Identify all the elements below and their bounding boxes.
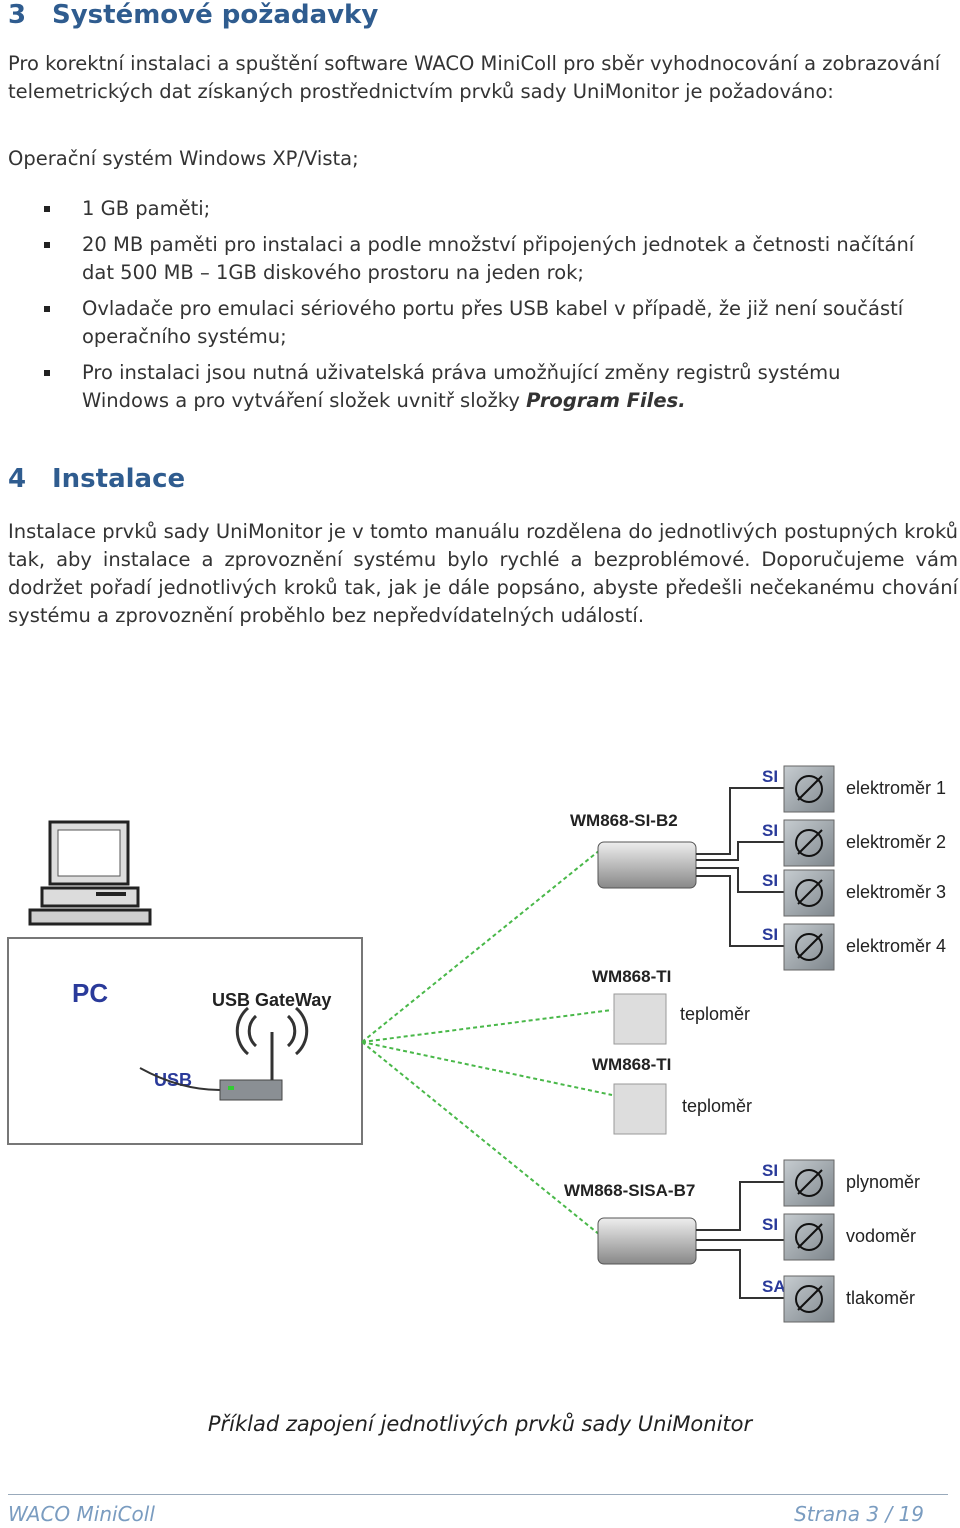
gateway-label: USB GateWay — [212, 990, 331, 1010]
footer-app-name: WACO MiniColl — [8, 1502, 155, 1526]
meter-dial-icon — [795, 933, 823, 961]
meter-needle-icon — [797, 829, 823, 855]
list-item: Pro instalaci jsou nutná uživatelská prá… — [44, 359, 922, 415]
meter-needle-icon — [797, 933, 823, 959]
meter-needle-icon — [797, 1223, 823, 1249]
bullet-icon — [44, 306, 50, 312]
device-icon — [597, 841, 697, 889]
meter-label: vodoměr — [846, 1226, 916, 1246]
meter-dial-icon — [795, 879, 823, 907]
interface-tag: SI — [762, 1161, 778, 1180]
meter-label: tlakoměr — [846, 1288, 915, 1308]
device-label: WM868-TI — [592, 1055, 671, 1074]
list-item: 1 GB paměti; — [44, 195, 922, 223]
section-number: 3 — [8, 0, 27, 30]
connection-diagram: PC USB USB GateWay WM868-SI-B2 WM868-TI … — [7, 765, 946, 1323]
wired-links — [696, 1181, 784, 1299]
device-icon — [597, 1217, 697, 1265]
meters-column: SI elektroměr 1 SI elektroměr 2 SI elektroměr… — [762, 765, 946, 1323]
thermometer-icon — [613, 993, 667, 1045]
device-label: WM868-SI-B2 — [570, 811, 678, 830]
program-files-label: Program Files — [526, 389, 679, 412]
meter-dial-icon — [795, 1169, 823, 1197]
os-requirement: Operační systém Windows XP/Vista; — [8, 147, 359, 170]
footer-page-number: Strana 3 / 19 — [794, 1502, 924, 1526]
interface-tag: SI — [762, 767, 778, 786]
bullet-icon — [44, 370, 50, 376]
meter-needle-icon — [797, 1285, 823, 1311]
section-4-heading: 4 Instalace — [8, 464, 185, 494]
pc-label: PC — [72, 978, 108, 1008]
list-item: Ovladače pro emulaci sériového portu pře… — [44, 295, 922, 351]
bullet-icon — [44, 206, 50, 212]
section-number: 4 — [8, 464, 27, 494]
wireless-links — [361, 849, 613, 1236]
list-item: 20 MB paměti pro instalaci a podle množs… — [44, 231, 922, 287]
intro-paragraph: Pro korektní instalaci a spuštění softwa… — [8, 52, 941, 103]
thermometer-label: teploměr — [680, 1004, 750, 1024]
section-title: Systémové požadavky — [52, 0, 379, 30]
bullet-icon — [44, 242, 50, 248]
meter-dial-icon — [795, 775, 823, 803]
installation-paragraph: Instalace prvků sady UniMonitor je v tom… — [8, 520, 958, 627]
meter-label: elektroměr 2 — [846, 832, 946, 852]
meter-needle-icon — [797, 775, 823, 801]
meter-dial-icon — [795, 1223, 823, 1251]
pc-frame — [7, 937, 363, 1145]
meter-label: elektroměr 1 — [846, 778, 946, 798]
usb-cable — [139, 1067, 221, 1091]
figure-caption: Příklad zapojení jednotlivých prvků sady… — [207, 1412, 753, 1436]
thermometer-label: teploměr — [682, 1096, 752, 1116]
section-title: Instalace — [52, 464, 186, 494]
meter-needle-icon — [797, 879, 823, 905]
device-label: WM868-SISA-B7 — [564, 1181, 695, 1200]
meter-label: elektroměr 3 — [846, 882, 946, 902]
interface-tag: SA — [762, 1277, 786, 1296]
interface-tag: SI — [762, 1215, 778, 1234]
meter-dial-icon — [795, 1285, 823, 1313]
wired-links — [696, 787, 784, 947]
pc-icon — [28, 820, 152, 926]
interface-tag: SI — [762, 925, 778, 944]
meter-label: elektroměr 4 — [846, 936, 946, 956]
meter-dial-icon — [795, 829, 823, 857]
meter-needle-icon — [797, 1169, 823, 1195]
interface-tag: SI — [762, 821, 778, 840]
gateway-icon — [219, 1006, 309, 1101]
thermometer-icon — [613, 1083, 667, 1135]
footer-divider — [8, 1494, 948, 1495]
section-3-heading: 3 Systémové požadavky — [8, 0, 378, 30]
meter-icon — [783, 1275, 835, 1323]
meter-label: plynoměr — [846, 1172, 920, 1192]
device-label: WM868-TI — [592, 967, 671, 986]
interface-tag: SI — [762, 871, 778, 890]
